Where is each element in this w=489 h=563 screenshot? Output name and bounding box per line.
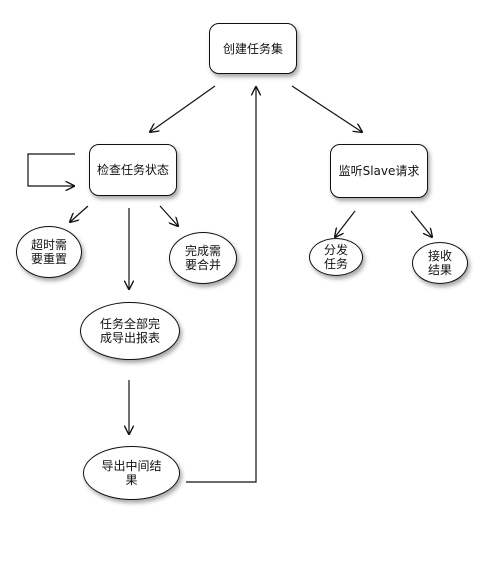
edge-check-self-loop [27, 153, 75, 186]
node-listen-slave-request: 监听Slave请求 [330, 144, 428, 198]
node-create-task-set: 创建任务集 [209, 23, 297, 74]
edge-check-to-merge [159, 205, 178, 226]
node-receive-result: 接收 结果 [412, 242, 468, 284]
edge-create-to-check [150, 85, 216, 132]
edge-export-to-create [186, 87, 256, 483]
node-done-merge: 完成需 要合并 [169, 232, 237, 284]
node-dispatch-task: 分发 任务 [309, 238, 363, 276]
node-all-done-export: 任务全部完 成导出报表 [80, 302, 180, 360]
node-export-intermediate: 导出中间结 果 [83, 446, 180, 500]
edge-listen-to-dispatch [335, 210, 356, 237]
node-check-task-status: 检查任务状态 [89, 144, 177, 196]
node-timeout-reset: 超时需 要重置 [16, 226, 82, 278]
edge-create-to-listen [291, 85, 362, 132]
edge-check-to-timeout [70, 205, 89, 222]
edge-listen-to-receive [410, 210, 432, 237]
